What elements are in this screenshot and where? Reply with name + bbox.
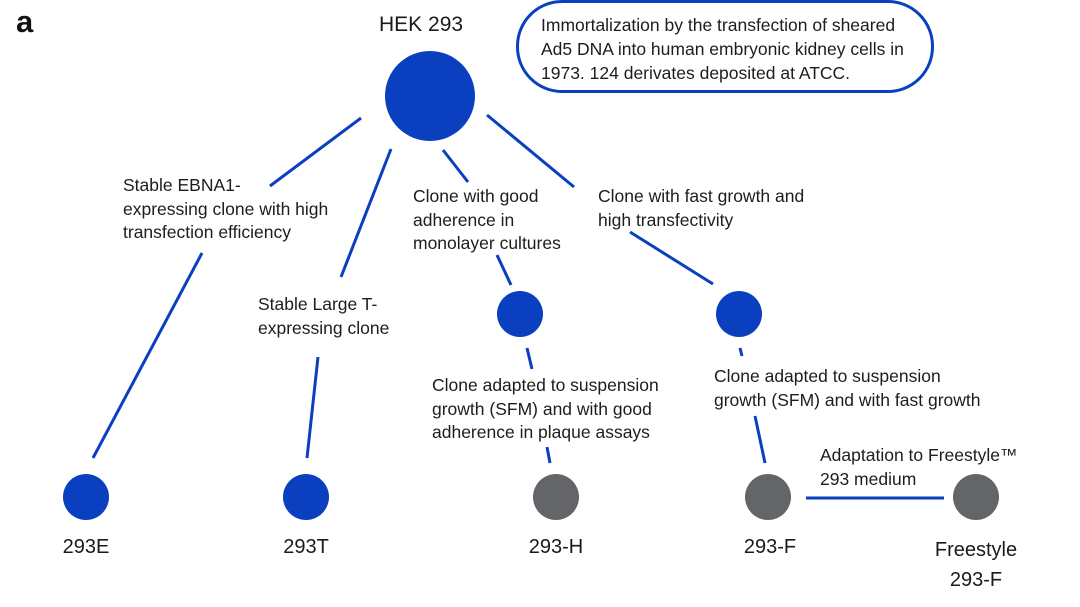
description-line: transfection efficiency [123,222,291,242]
callout-line: Ad5 DNA into human embryonic kidney cell… [541,39,904,59]
label-293e: 293E [62,536,110,558]
connector-fastgrowth-label-to-node [629,230,714,286]
description-line: 293 medium [820,468,917,489]
description-line: adherence in plaque assays [432,422,650,442]
callout-line: 1973. 124 derivates deposited at ATCC. [541,63,851,83]
connector-root-to-fastgrowth-label [486,113,575,189]
description-line: expressing clone [258,317,390,338]
label-293h: 293-H [528,536,584,558]
293h-suspension-description: Clone adapted to suspension growth (SFM)… [432,374,659,445]
293f-suspension-description: Clone adapted to suspension growth (SFM)… [714,365,980,412]
node-hek293-root [385,51,475,141]
description-line: expressing clone with high [123,198,329,219]
history-callout: Immortalization by the transfection of s… [516,0,934,93]
adherence-description: Clone with good adherence in monolayer c… [413,185,561,256]
connector-suspension-label-to-293f [753,415,767,464]
node-adherence-clone [497,291,543,337]
description-line: Clone with good [413,186,539,206]
connector-adherence-node-to-suspension-label [525,347,534,370]
description-line: high transfectivity [598,209,734,230]
description-line: Clone adapted to suspension [714,366,941,386]
node-freestyle-293f [953,474,999,520]
connector-ebna1-label-to-293e [91,252,204,459]
connector-root-to-adherence-label [441,149,470,183]
label-line: Freestyle [934,539,1018,561]
description-line: Stable Large T- [258,294,378,314]
freestyle-adaptation-description: Adaptation to Freestyle™ 293 medium [820,444,1017,491]
ebna1-description: Stable EBNA1- expressing clone with high… [123,174,328,245]
connector-root-to-ebna1-label [269,116,362,188]
node-293t [283,474,329,520]
connector-largeT-label-to-293t [305,356,320,459]
connector-adherence-label-to-node [495,254,513,286]
label-293f: 293-F [743,536,797,558]
description-line: monolayer cultures [413,233,561,253]
label-freestyle-293f: Freestyle 293-F [916,535,1036,595]
node-293f [745,474,791,520]
root-title: HEK 293 [379,13,464,36]
largeT-description: Stable Large T- expressing clone [258,293,389,340]
node-293e [63,474,109,520]
connector-suspension-label-to-293h [545,446,552,464]
description-line: adherence in [413,209,515,230]
description-line: growth (SFM) and with good [432,398,652,419]
description-line: Clone with fast growth and [598,186,805,206]
node-fastgrowth-clone [716,291,762,337]
fastgrowth-description: Clone with fast growth and high transfec… [598,185,804,232]
label-line: 293-F [949,569,1003,591]
description-line: Stable EBNA1- [123,175,241,195]
panel-label: a [16,4,34,39]
node-293h [533,474,579,520]
description-line: Clone adapted to suspension [432,375,659,395]
description-line: growth (SFM) and with fast growth [714,389,981,410]
callout-line: Immortalization by the transfection of s… [541,15,896,35]
connector-fastgrowth-node-to-suspension-label [738,347,744,357]
callout-text: Immortalization by the transfection of s… [541,13,904,85]
label-293t: 293T [283,536,329,558]
description-line: Adaptation to Freestyle™ [820,445,1018,465]
connector-root-to-largeT-label [339,148,393,278]
